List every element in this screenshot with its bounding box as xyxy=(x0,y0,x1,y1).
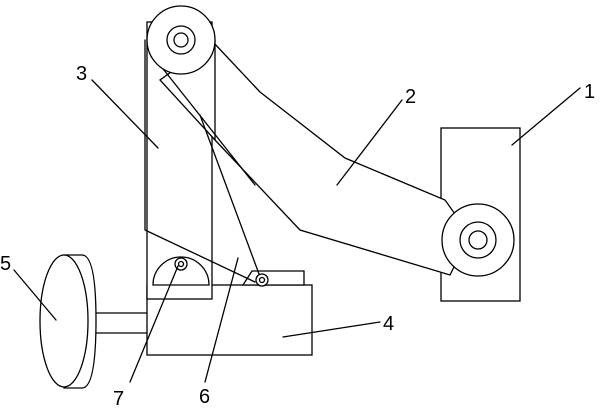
label-5: 5 xyxy=(0,253,11,275)
label-4: 4 xyxy=(383,313,394,335)
lower-pulley xyxy=(152,256,210,286)
leader-1 xyxy=(511,87,581,146)
leader-4 xyxy=(282,321,381,338)
handwheel-shaft xyxy=(87,312,148,334)
label-3: 3 xyxy=(76,63,87,85)
label-6: 6 xyxy=(199,386,210,408)
right-pulley-axle xyxy=(468,230,488,250)
label-2: 2 xyxy=(405,86,416,108)
belt-diagonal xyxy=(159,64,256,186)
leader-3 xyxy=(91,79,159,149)
pivot-bracket xyxy=(241,270,305,286)
handwheel-face xyxy=(39,254,89,388)
label-1: 1 xyxy=(584,81,595,103)
leader-7 xyxy=(129,265,179,383)
pivot-joint xyxy=(255,273,269,287)
belt-left xyxy=(144,39,256,283)
leader-2 xyxy=(336,99,403,186)
leader-6 xyxy=(204,257,239,383)
belt-lower-diagonal xyxy=(199,114,263,283)
leader-5 xyxy=(13,269,57,321)
pivot-pin xyxy=(258,276,266,284)
label-7: 7 xyxy=(113,388,124,410)
top-pulley-axle xyxy=(173,32,189,48)
lower-pulley-axle xyxy=(177,260,185,268)
